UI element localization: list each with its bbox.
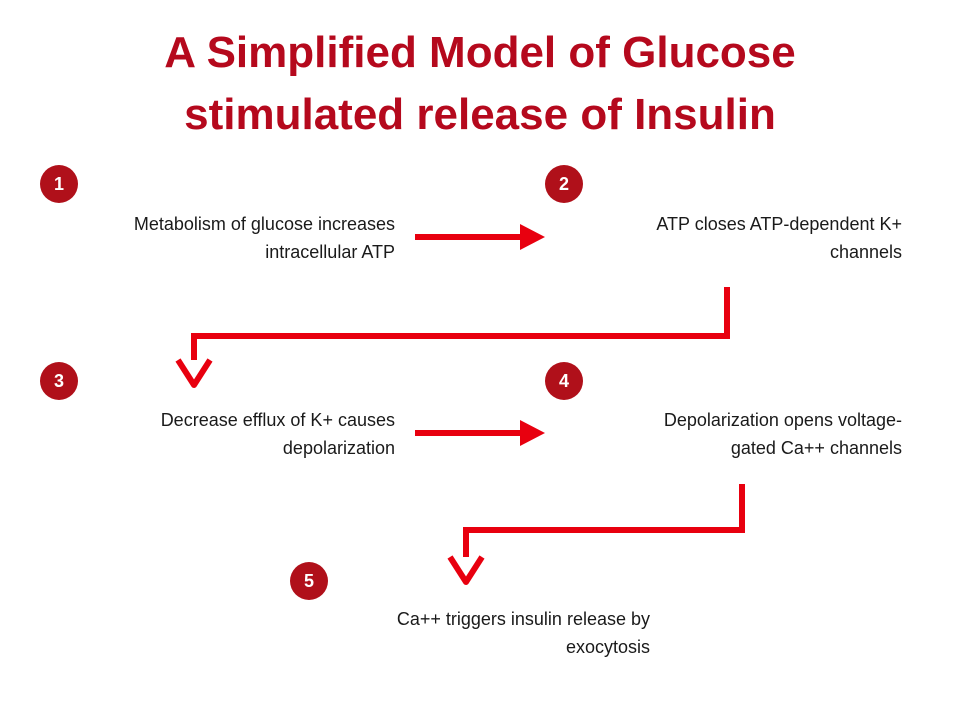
step-1-line-1: Metabolism of glucose increases xyxy=(133,214,395,234)
step-3-badge: 3 xyxy=(40,362,78,400)
step-2-badge: 2 xyxy=(545,165,583,203)
step-1-badge: 1 xyxy=(40,165,78,203)
arrow-step-1-to-2 xyxy=(415,224,545,250)
step-5-line-2: exocytosis xyxy=(565,637,650,657)
title-line-2: stimulated release of Insulin xyxy=(184,90,776,139)
step-3-line-1: Decrease efflux of K+ causes xyxy=(160,410,395,430)
step-3-text: Decrease efflux of K+ causes depolarizat… xyxy=(161,406,395,462)
step-2-line-1: ATP closes ATP-dependent K+ xyxy=(656,214,902,234)
title-line-1: A Simplified Model of Glucose xyxy=(164,28,796,77)
step-4-text: Depolarization opens voltage- gated Ca++… xyxy=(664,406,902,462)
step-3-line-2: depolarization xyxy=(282,438,395,458)
step-4-badge: 4 xyxy=(545,362,583,400)
arrow-step-4-to-5 xyxy=(447,484,745,585)
arrow-step-2-to-3 xyxy=(175,287,730,388)
step-5-badge: 5 xyxy=(290,562,328,600)
arrow-step-3-to-4 xyxy=(415,420,545,446)
step-5-text: Ca++ triggers insulin release by exocyto… xyxy=(397,605,650,661)
step-1-text: Metabolism of glucose increases intracel… xyxy=(134,210,395,266)
page-title: A Simplified Model of Glucose stimulated… xyxy=(0,22,960,146)
step-2-text: ATP closes ATP-dependent K+ channels xyxy=(656,210,902,266)
step-4-line-2: gated Ca++ channels xyxy=(730,438,902,458)
step-4-line-1: Depolarization opens voltage- xyxy=(663,410,902,430)
step-1-line-2: intracellular ATP xyxy=(265,242,395,262)
step-5-line-1: Ca++ triggers insulin release by xyxy=(396,609,650,629)
step-2-line-2: channels xyxy=(829,242,902,262)
